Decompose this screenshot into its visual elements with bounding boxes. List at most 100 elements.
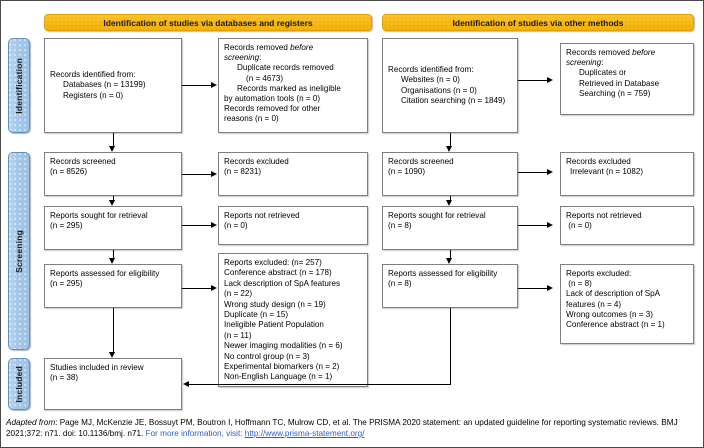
footer-adapted-label: Adapted from bbox=[6, 418, 56, 427]
removed-other-line5: Searching (n = 759) bbox=[579, 88, 651, 98]
phase-label-identification: Identification bbox=[8, 38, 30, 133]
connector-sought-to-notretrieved-db bbox=[182, 225, 212, 226]
removed-other-line1b: before bbox=[632, 48, 656, 57]
connector-screened-to-excluded-other bbox=[518, 172, 548, 173]
connector-sought-to-assessed-other bbox=[450, 250, 451, 258]
repexcl-db-line9: Newer imaging modalities (n = 6) bbox=[224, 341, 343, 351]
box-records-identified-other: Records identified from: Websites (n = 0… bbox=[382, 38, 518, 133]
box-records-screened-other: Records screened (n = 1090) bbox=[382, 152, 518, 196]
box-reports-sought-databases: Reports sought for retrieval (n = 295) bbox=[44, 206, 182, 250]
removed-other-line2a: screening bbox=[566, 58, 602, 68]
removed-other-line1a: Records removed bbox=[566, 48, 633, 57]
repexcl-other-line2: (n = 8) bbox=[566, 279, 592, 289]
repexcl-other-line6: Conference abstract (n = 1) bbox=[566, 320, 665, 330]
repexcl-db-line10: No control group (n = 3) bbox=[224, 351, 310, 361]
removed-db-line2a: screening bbox=[224, 53, 260, 63]
repexcl-other-line3: Lack of description of SpA bbox=[566, 289, 661, 299]
connector-identified-to-screened-other bbox=[450, 133, 451, 146]
repexcl-db-line3: Lack description of SpA features bbox=[224, 278, 341, 288]
arrowhead-other-assessed-to-included bbox=[183, 380, 189, 387]
connector-identified-to-screened-db bbox=[113, 133, 114, 146]
notretrieved-other-line2: (n = 0) bbox=[566, 221, 592, 231]
records-identified-db-line1: Records identified from: bbox=[50, 70, 136, 80]
connector-other-assessed-down-to-included bbox=[450, 308, 451, 384]
connector-screened-to-sought-other bbox=[450, 196, 451, 200]
box-reports-not-retrieved-databases: Reports not retrieved (n = 0) bbox=[218, 206, 368, 245]
records-identified-db-line3: Registers (n = 0) bbox=[63, 90, 124, 100]
notretrieved-db-line1: Reports not retrieved bbox=[224, 211, 300, 220]
arrowhead-screened-to-excluded-other bbox=[547, 168, 553, 175]
arrowhead-screened-to-excluded-db bbox=[211, 170, 217, 177]
phase-label-screening-text: Screening bbox=[14, 229, 24, 273]
removed-db-line5: Records marked as ineligible bbox=[237, 83, 341, 93]
notretrieved-other-line1: Reports not retrieved bbox=[566, 211, 642, 220]
arrowhead-identified-to-removed-db bbox=[211, 81, 217, 88]
included-line1: Studies included in review bbox=[50, 363, 144, 372]
box-reports-sought-other: Reports sought for retrieval (n = 8) bbox=[382, 206, 518, 250]
box-studies-included-in-review: Studies included in review (n = 38) bbox=[44, 358, 182, 410]
box-reports-assessed-databases: Reports assessed for eligibility (n = 29… bbox=[44, 264, 182, 308]
excluded-db-line1: Records excluded bbox=[224, 157, 289, 166]
arrowhead-sought-to-notretrieved-db bbox=[211, 221, 217, 228]
connector-assessed-to-included-db bbox=[113, 308, 114, 352]
assessed-db-line2: (n = 295) bbox=[50, 279, 83, 289]
repexcl-db-line7: Ineligible Patient Population bbox=[224, 320, 324, 330]
box-reports-excluded-other: Reports excluded: (n = 8) Lack of descri… bbox=[560, 264, 694, 344]
assessed-other-line2: (n = 8) bbox=[388, 279, 412, 289]
arrowhead-identified-to-screened-other bbox=[446, 146, 453, 152]
notretrieved-db-line2: (n = 0) bbox=[224, 221, 248, 231]
removed-db-line1a: Records removed bbox=[224, 43, 291, 52]
repexcl-db-line5: Wrong study design (n = 19) bbox=[224, 299, 326, 309]
removed-db-line2: screening: bbox=[224, 53, 362, 63]
section-header-databases: Identification of studies via databases … bbox=[44, 14, 372, 31]
repexcl-other-line4: features (n = 4) bbox=[566, 299, 622, 309]
connector-identified-to-removed-db bbox=[182, 85, 212, 86]
footer-citation: Adapted from: Page MJ, McKenzie JE, Boss… bbox=[6, 417, 700, 439]
repexcl-db-line6: Duplicate (n = 15) bbox=[224, 310, 289, 320]
footer-citation-text: : Page MJ, McKenzie JE, Bossuyt PM, Bout… bbox=[6, 418, 678, 438]
box-reports-excluded-databases: Reports excluded: (n= 257) Conference ab… bbox=[218, 253, 368, 387]
box-reports-assessed-other: Reports assessed for eligibility (n = 8) bbox=[382, 264, 518, 308]
repexcl-db-line11: Experimental biomarkers (n = 2) bbox=[224, 362, 340, 372]
box-reports-not-retrieved-other: Reports not retrieved (n = 0) bbox=[560, 206, 694, 245]
arrowhead-sought-to-assessed-other bbox=[446, 258, 453, 264]
connector-assessed-to-repexcluded-db bbox=[182, 288, 212, 289]
box-records-excluded-databases: Records excluded (n = 8231) bbox=[218, 152, 368, 196]
sought-other-line2: (n = 8) bbox=[388, 221, 412, 231]
removed-db-line2b: : bbox=[259, 53, 262, 63]
removed-other-line3: Duplicates or bbox=[579, 68, 627, 78]
box-records-excluded-other: Records excluded Irrelevant (n = 1082) bbox=[560, 152, 694, 196]
screened-db-line2: (n = 8526) bbox=[50, 167, 88, 177]
repexcl-other-line5: Wrong outcomes (n = 3) bbox=[566, 309, 653, 319]
section-header-other-methods: Identification of studies via other meth… bbox=[382, 14, 694, 31]
excluded-other-line1: Records excluded bbox=[566, 157, 631, 166]
sought-db-line1: Reports sought for retrieval bbox=[50, 211, 148, 220]
box-records-screened-databases: Records screened (n = 8526) bbox=[44, 152, 182, 196]
phase-label-included: Included bbox=[8, 358, 30, 410]
connector-screened-to-excluded-db bbox=[182, 174, 212, 175]
repexcl-db-line12: Non-English Language (n = 1) bbox=[224, 372, 333, 382]
assessed-other-line1: Reports assessed for eligibility bbox=[388, 269, 498, 278]
connector-screened-to-sought-db bbox=[113, 196, 114, 200]
connector-identified-to-removed-other bbox=[518, 80, 548, 81]
removed-other-line1: Records removed before bbox=[566, 48, 688, 58]
arrowhead-assessed-to-repexcluded-other bbox=[547, 284, 553, 291]
connector-sought-to-notretrieved-other bbox=[518, 225, 548, 226]
arrowhead-screened-to-sought-other bbox=[446, 200, 453, 206]
arrowhead-assessed-to-repexcluded-db bbox=[211, 284, 217, 291]
connector-other-assessed-left-to-included bbox=[189, 384, 451, 385]
box-records-removed-before-screening-other: Records removed before screening: Duplic… bbox=[560, 43, 694, 115]
removed-db-line8: reasons (n = 0) bbox=[224, 114, 279, 124]
removed-db-line3: Duplicate records removed bbox=[237, 63, 334, 73]
removed-other-line4: Retrieved in Database bbox=[579, 78, 660, 88]
repexcl-db-line8: (n = 11) bbox=[224, 330, 252, 340]
arrowhead-assessed-to-included-db bbox=[109, 352, 116, 358]
prisma-statement-link[interactable]: http://www.prisma-statement.org/ bbox=[244, 429, 365, 438]
arrowhead-sought-to-notretrieved-other bbox=[547, 221, 553, 228]
phase-label-identification-text: Identification bbox=[14, 57, 24, 114]
connector-sought-to-assessed-db bbox=[113, 250, 114, 258]
removed-other-line2b: : bbox=[601, 58, 604, 68]
arrowhead-identified-to-removed-other bbox=[547, 76, 553, 83]
removed-db-line4: (n = 4673) bbox=[246, 73, 284, 83]
